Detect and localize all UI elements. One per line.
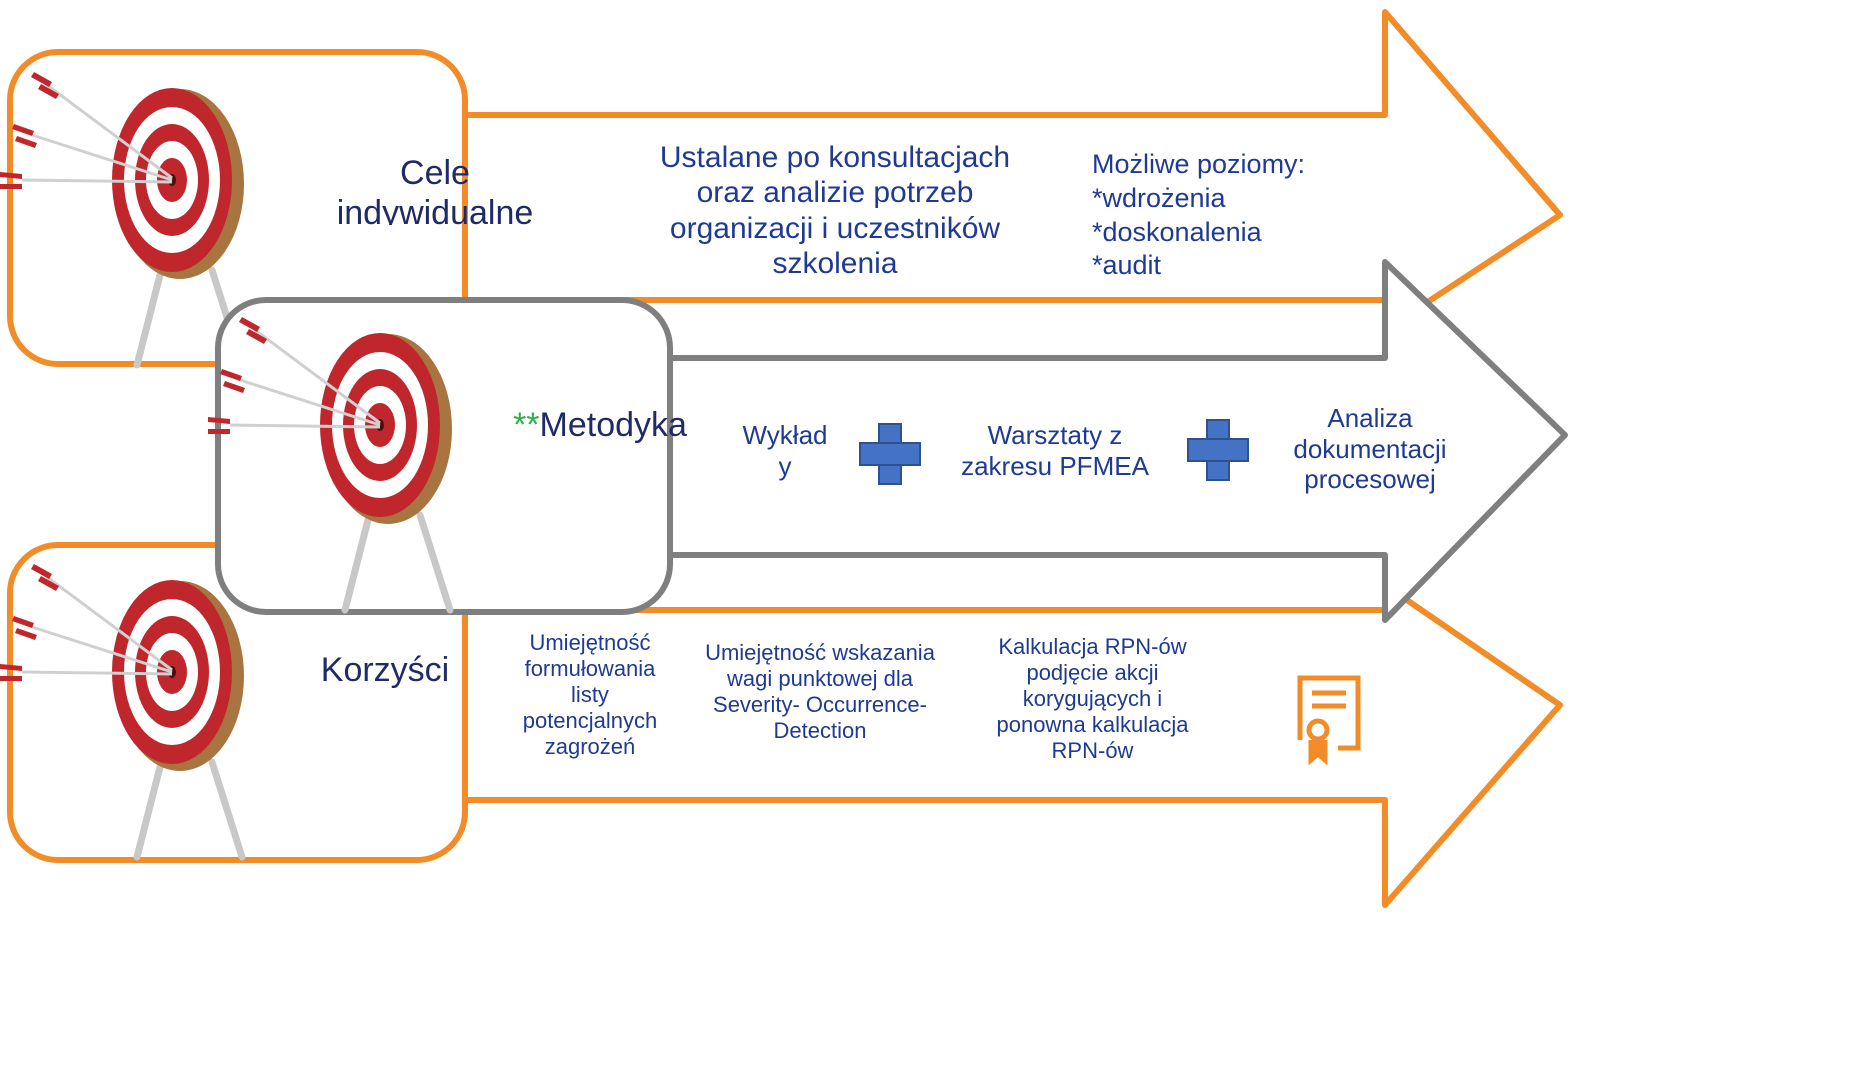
- korzysci-item-rpn: Kalkulacja RPN-ów podjęcie akcji koryguj…: [996, 634, 1189, 763]
- cele-title: Cele indywidualne: [336, 154, 534, 225]
- korzysci-title: Korzyści: [320, 651, 450, 689]
- korzysci-item-weights: Umiejętność wskazania wagi punktowej dla…: [705, 640, 935, 743]
- cele-levels: Możliwe poziomy: *wdrożenia *doskonaleni…: [1092, 149, 1306, 281]
- korzysci-item-hazards: Umiejętność formułowania listy potencjal…: [522, 630, 658, 759]
- metodyka-title: **Metodyka: [513, 406, 687, 444]
- cele-description: Ustalane po konsultacjach oraz analizie …: [659, 141, 1011, 281]
- plus-icon: [1187, 419, 1249, 481]
- metodyka-item-analysis: Analiza dokumentacji procesowej: [1293, 403, 1447, 495]
- metodyka-arrow: [657, 259, 1568, 623]
- metodyka-item-workshops: Warsztaty z zakresu PFMEA: [961, 420, 1149, 481]
- plus-icon: [859, 423, 921, 485]
- certificate-icon: [1297, 675, 1361, 766]
- metodyka-item-lecture: Wykład y: [742, 420, 828, 481]
